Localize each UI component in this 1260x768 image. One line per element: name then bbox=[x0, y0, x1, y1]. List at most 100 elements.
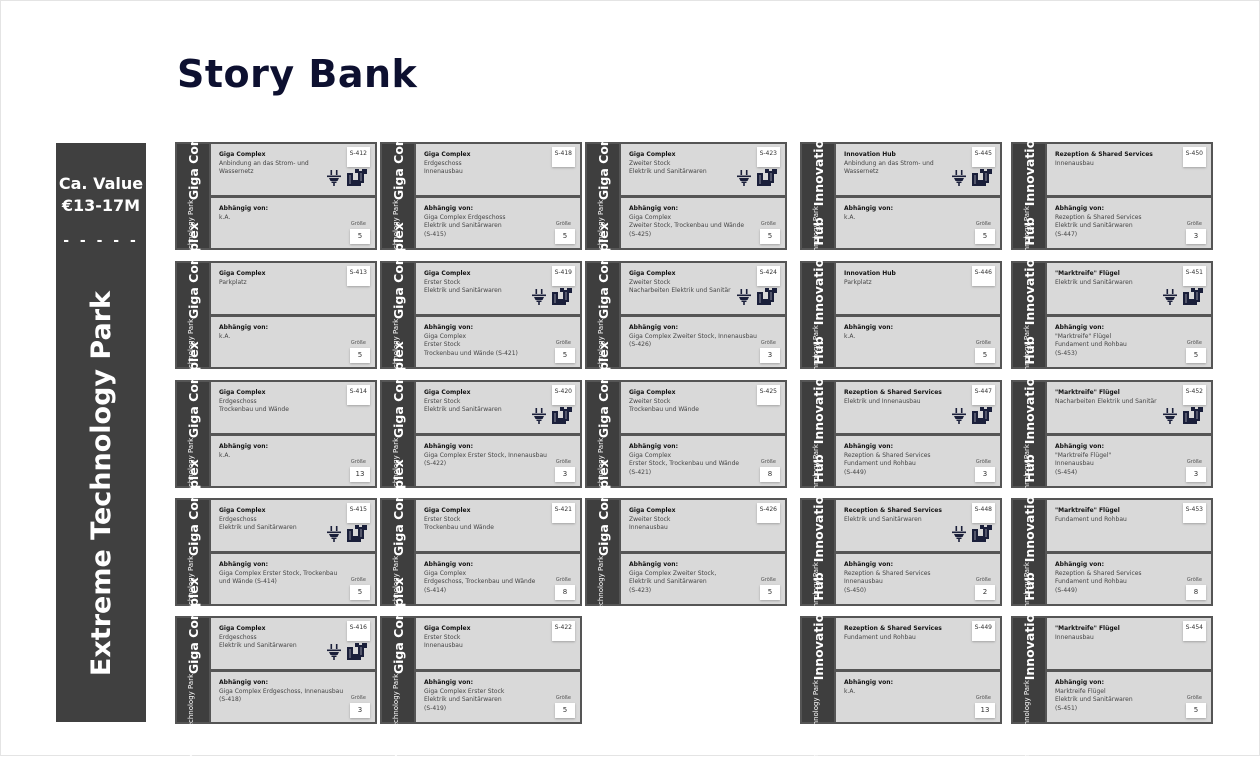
depends-label: Abhängig von: bbox=[629, 443, 678, 450]
size-value: 8 bbox=[760, 467, 780, 482]
dependency-line: (S-418) bbox=[219, 696, 242, 703]
card-side-label: Extreme Technology Park Innovation Hub bbox=[1013, 98, 1045, 294]
card-side-label: Extreme Technology Park Innovation Hub bbox=[1013, 336, 1045, 532]
dependency-line: (S-447) bbox=[1055, 230, 1078, 238]
card-area: Innovation Hub bbox=[810, 216, 826, 325]
story-id-note: S-451 bbox=[1182, 266, 1206, 286]
card-title: Giga Complex bbox=[424, 270, 471, 277]
story-card[interactable]: Extreme Technology Park Giga Complex Gig… bbox=[175, 222, 377, 408]
pipe-icon bbox=[972, 168, 992, 190]
size-label: Größe bbox=[350, 221, 366, 227]
card-area: Giga Complex bbox=[595, 341, 611, 439]
story-card[interactable]: Extreme Technology Park Giga Complex Gig… bbox=[380, 341, 582, 527]
card-area: Giga Complex bbox=[185, 341, 201, 439]
dependency-line: (S-450) bbox=[844, 586, 867, 594]
card-area: Giga Complex bbox=[390, 341, 406, 439]
story-card[interactable]: Extreme Technology Park Giga Complex Gig… bbox=[380, 222, 582, 408]
depends-label: Abhängig von: bbox=[219, 205, 268, 212]
card-description-line: Trockenbau und Wände bbox=[219, 406, 289, 413]
card-side-label: Extreme Technology Park Innovation Hub bbox=[802, 98, 834, 294]
size-value: 5 bbox=[975, 229, 995, 244]
card-side-label: Extreme Technology Park Giga Complex bbox=[382, 341, 414, 527]
depends-label: Abhängig von: bbox=[844, 561, 893, 568]
story-id-note: S-421 bbox=[551, 503, 575, 523]
story-card[interactable]: Extreme Technology Park Giga Complex Gig… bbox=[585, 222, 787, 408]
size-label: Größe bbox=[975, 695, 991, 701]
dependency-line: (S-423) bbox=[629, 586, 652, 594]
card-side-label: Extreme Technology Park Giga Complex bbox=[382, 103, 414, 289]
story-id-note: S-412 bbox=[346, 147, 370, 167]
card-area: Giga Complex bbox=[185, 577, 201, 675]
card-area: Giga Complex bbox=[185, 222, 201, 320]
size-value: 5 bbox=[555, 703, 575, 718]
depends-label: Abhängig von: bbox=[1055, 205, 1104, 212]
size-label: Größe bbox=[350, 695, 366, 701]
card-side-label: Extreme Technology Park Giga Complex bbox=[177, 577, 209, 763]
pipe-icon bbox=[1183, 406, 1203, 428]
dependency-line: Fundament und Rohbau bbox=[1055, 578, 1127, 585]
story-card[interactable]: Extreme Technology Park Innovation Hub R… bbox=[800, 572, 1002, 768]
size-value: 3 bbox=[760, 348, 780, 363]
story-card[interactable]: Extreme Technology Park Innovation Hub R… bbox=[800, 336, 1002, 532]
story-card[interactable]: Extreme Technology Park Innovation Hub I… bbox=[800, 217, 1002, 413]
depends-label: Abhängig von: bbox=[219, 679, 268, 686]
pipe-icon bbox=[347, 642, 367, 664]
story-card[interactable]: Extreme Technology Park Giga Complex Gig… bbox=[175, 103, 377, 289]
story-card[interactable]: Extreme Technology Park Innovation Hub "… bbox=[1011, 336, 1213, 532]
story-card[interactable]: Extreme Technology Park Giga Complex Gig… bbox=[380, 459, 582, 645]
story-card[interactable]: Extreme Technology Park Giga Complex Gig… bbox=[175, 341, 377, 527]
story-card[interactable]: Extreme Technology Park Innovation Hub R… bbox=[800, 454, 1002, 650]
card-description-line: Innenausbau bbox=[1055, 633, 1094, 641]
card-side-label: Extreme Technology Park Giga Complex bbox=[382, 222, 414, 408]
story-card[interactable]: Extreme Technology Park Giga Complex Gig… bbox=[175, 459, 377, 645]
story-card[interactable]: Extreme Technology Park Giga Complex Gig… bbox=[175, 577, 377, 763]
pipe-icon bbox=[552, 406, 572, 428]
story-card[interactable]: Extreme Technology Park Giga Complex Gig… bbox=[380, 103, 582, 289]
dependency-line: k.A. bbox=[219, 451, 231, 459]
story-card[interactable]: Extreme Technology Park Innovation Hub "… bbox=[1011, 454, 1213, 650]
card-area: Innovation Hub bbox=[810, 571, 826, 680]
story-id-note: S-413 bbox=[346, 266, 370, 286]
card-side-label: Extreme Technology Park Giga Complex bbox=[177, 103, 209, 289]
card-description-line: Elektrik und Sanitärwaren bbox=[629, 168, 707, 175]
depends-label: Abhängig von: bbox=[629, 324, 678, 331]
story-id-note: S-422 bbox=[551, 621, 575, 641]
story-id-note: S-425 bbox=[756, 385, 780, 405]
card-dependencies: Abhängig von:k.A. Größe 5 bbox=[836, 317, 1000, 367]
dependency-line: Marktreife Flügel bbox=[1055, 687, 1106, 695]
card-title: Giga Complex bbox=[219, 389, 266, 396]
story-card[interactable]: Extreme Technology Park Giga Complex Gig… bbox=[380, 577, 582, 763]
pipe-icon bbox=[1183, 287, 1203, 309]
card-side-label: Extreme Technology Park Giga Complex bbox=[587, 341, 619, 527]
story-id-note: S-416 bbox=[346, 621, 370, 641]
story-card[interactable]: Extreme Technology Park Innovation Hub I… bbox=[800, 98, 1002, 294]
dependency-line: Elektrik und Sanitärwaren bbox=[629, 578, 707, 585]
dependency-line: Elektrik und Sanitärwaren bbox=[1055, 696, 1133, 703]
card-description-line: Elektrik und Sanitärwaren bbox=[424, 287, 502, 294]
story-card[interactable]: Extreme Technology Park Giga Complex Gig… bbox=[585, 341, 787, 527]
card-dependencies: Abhängig von:Rezeption & Shared Services… bbox=[1047, 198, 1211, 248]
story-card[interactable]: Extreme Technology Park Innovation Hub "… bbox=[1011, 217, 1213, 413]
card-dependencies: Abhängig von:"Marktreife Flügel"Innenaus… bbox=[1047, 436, 1211, 486]
story-card[interactable]: Extreme Technology Park Giga Complex Gig… bbox=[585, 459, 787, 645]
story-card[interactable]: Extreme Technology Park Giga Complex Gig… bbox=[585, 103, 787, 289]
story-card[interactable]: Extreme Technology Park Innovation Hub R… bbox=[1011, 98, 1213, 294]
story-card[interactable]: Extreme Technology Park Innovation Hub "… bbox=[1011, 572, 1213, 768]
dependency-line: (S-414) bbox=[424, 586, 447, 594]
card-side-label: Extreme Technology Park Giga Complex bbox=[382, 577, 414, 763]
card-dependencies: Abhängig von:Rezeption & Shared Services… bbox=[836, 436, 1000, 486]
card-park: Extreme Technology Park bbox=[596, 556, 605, 645]
card-area: Giga Complex bbox=[595, 222, 611, 320]
dependency-line: (S-425) bbox=[629, 230, 652, 238]
card-area: Giga Complex bbox=[185, 103, 201, 201]
card-title: "Marktreife" Flügel bbox=[1055, 507, 1120, 514]
